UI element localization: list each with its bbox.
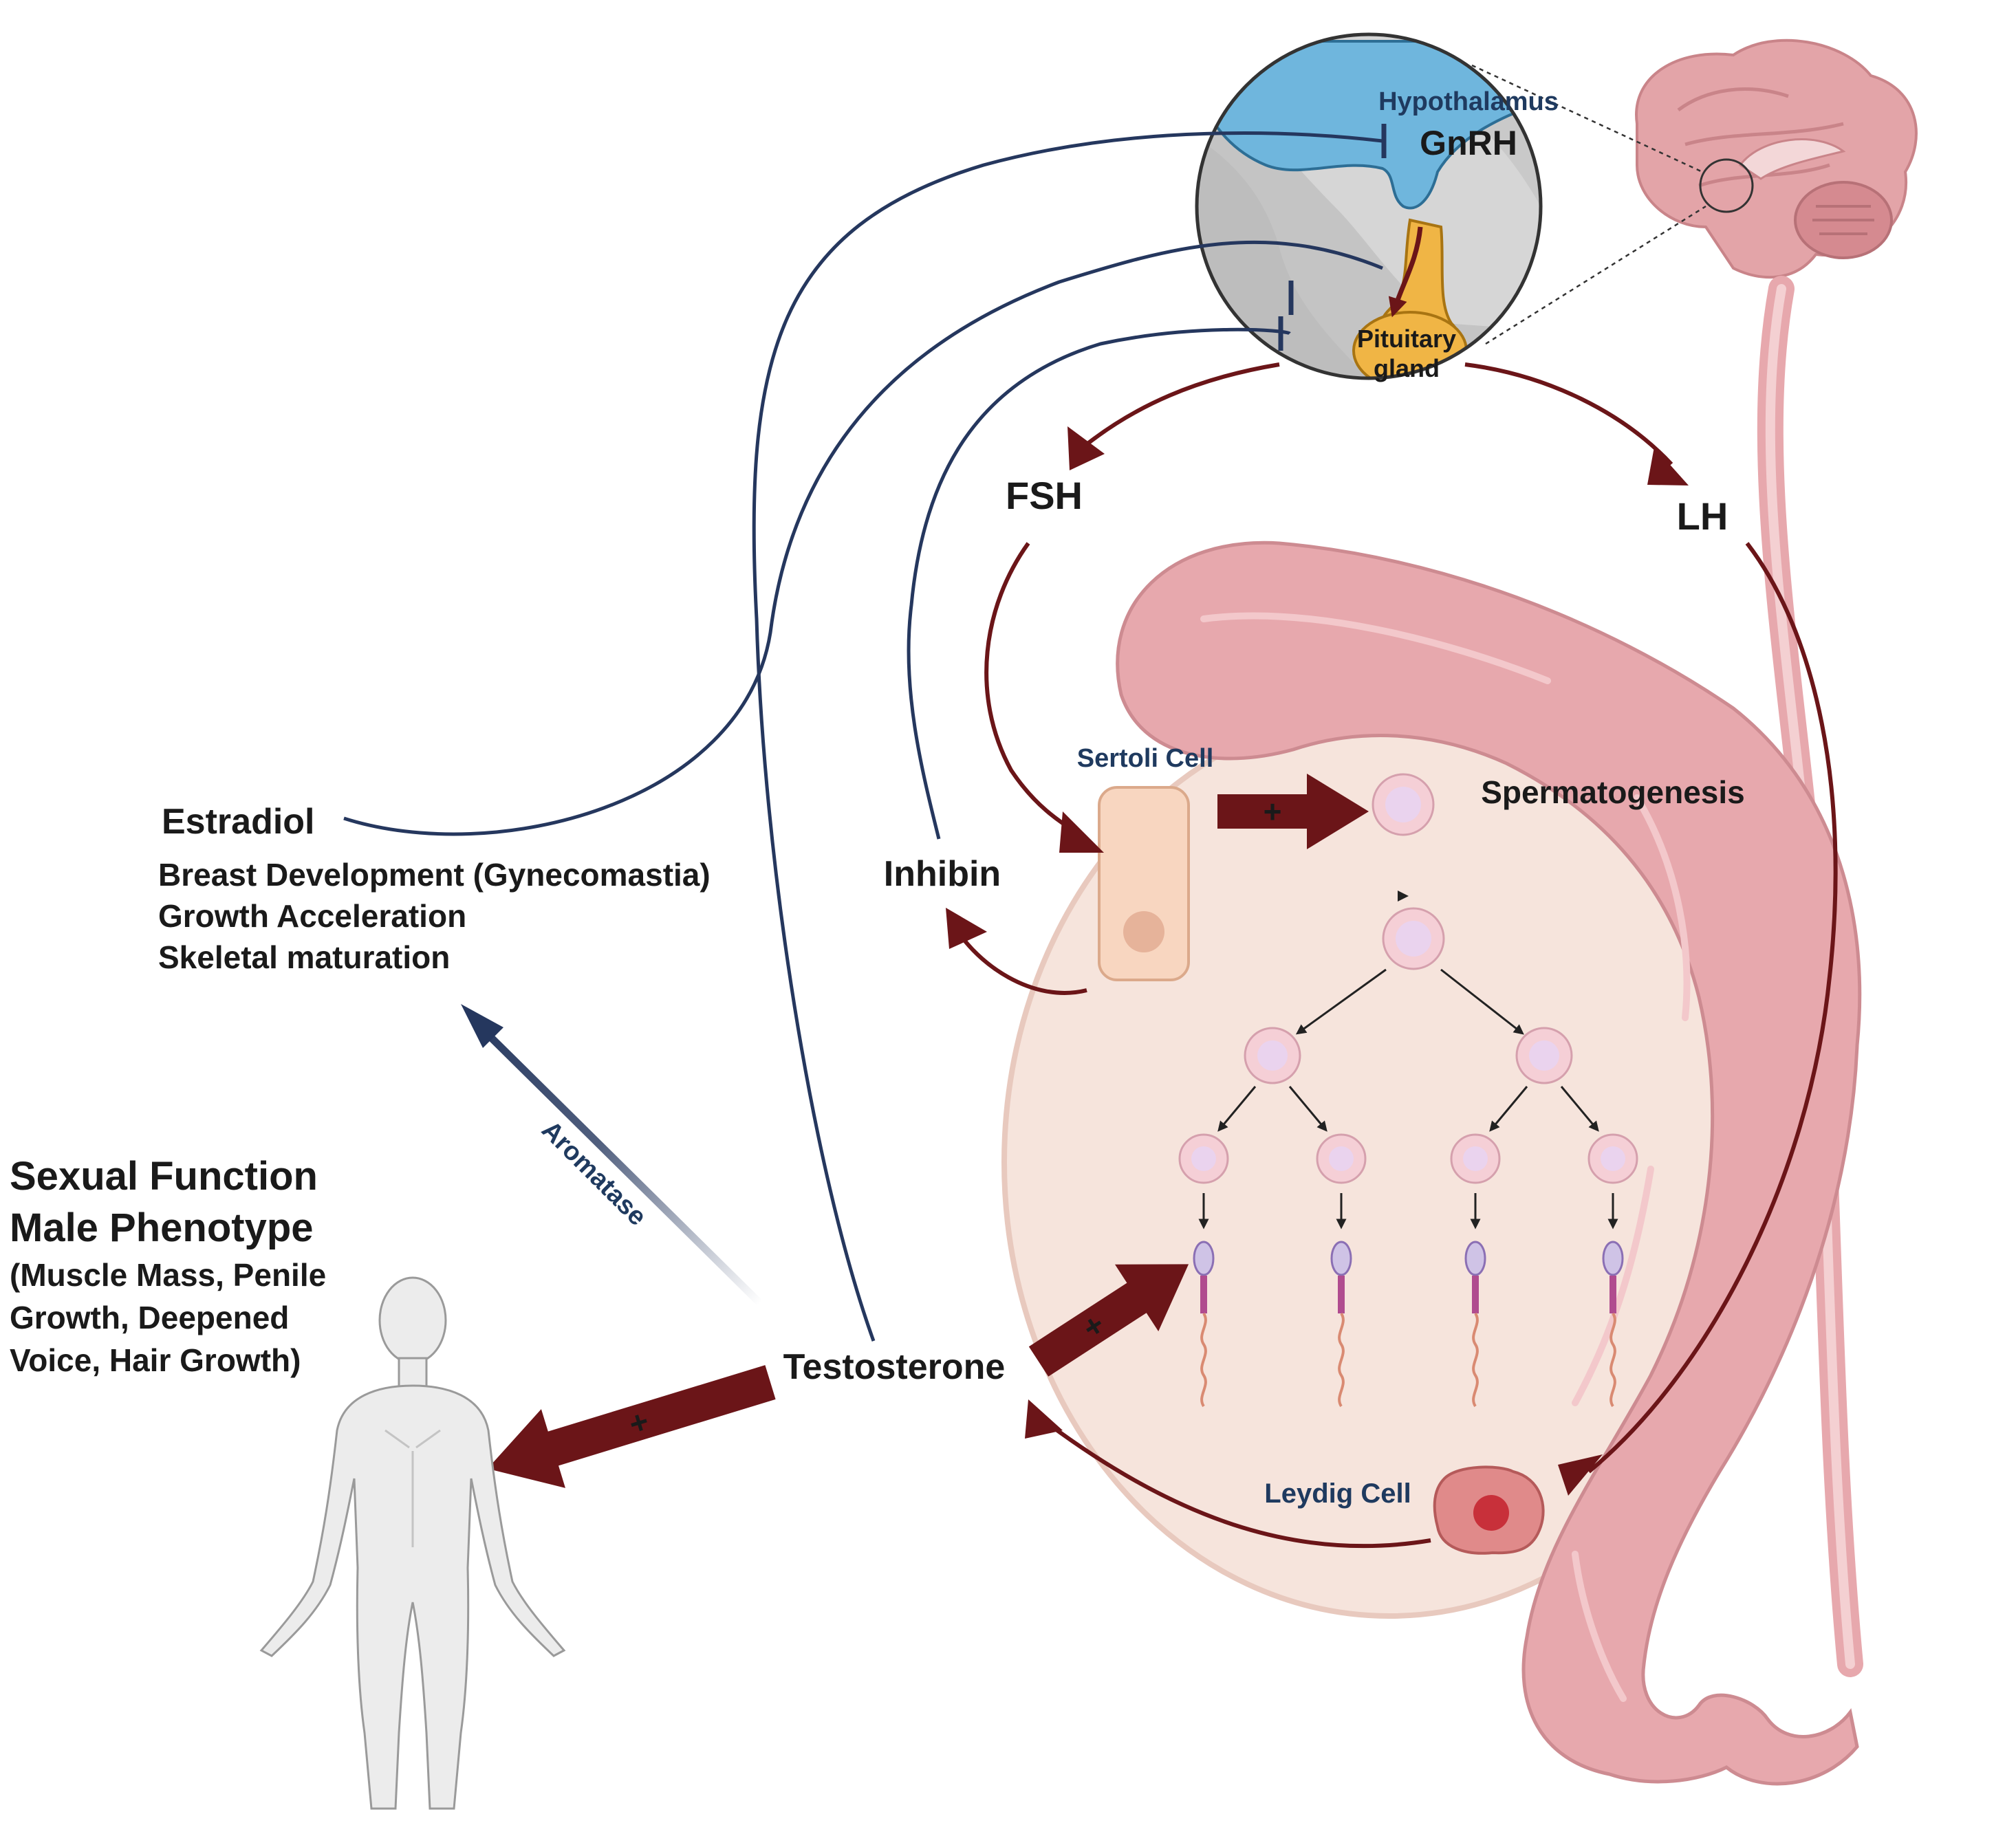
sperm-4 xyxy=(1602,1241,1624,1408)
fsh-to-sertoli-arrow xyxy=(984,542,1088,841)
hypothalamus-pituitary-inset: Hypothalamus GnRH Pituitary gland xyxy=(1195,32,1559,382)
estradiol-feedback-line xyxy=(343,240,1383,836)
testosterone-to-body-arrow: + xyxy=(487,1365,776,1488)
pituitary-label-line2: gland xyxy=(1374,354,1440,382)
testosterone-arrowhead xyxy=(1025,1399,1063,1439)
inhibition-bars xyxy=(1278,124,1387,351)
inhibin-feedback-line xyxy=(907,327,1291,840)
lh-label: LH xyxy=(1677,494,1728,538)
sertoli-to-spermatogenesis-arrow: + xyxy=(1217,774,1369,849)
sertoli-cell xyxy=(1098,786,1190,981)
sexual-function-label: Sexual Function xyxy=(10,1154,318,1199)
aromatase-label: Aromatase xyxy=(536,1115,652,1232)
male-phenotype-label: Male Phenotype xyxy=(10,1205,314,1250)
plus-sign-sertoli: + xyxy=(1264,794,1282,829)
stimulation-arrowheads xyxy=(946,426,1689,1496)
leydig-cell-label: Leydig Cell xyxy=(1264,1478,1411,1509)
epididymis xyxy=(1116,541,1862,1786)
testosterone-to-spermatogenesis-arrow: + xyxy=(1028,1264,1189,1377)
estradiol-effect-1: Breast Development (Gynecomastia) xyxy=(158,857,711,893)
sertoli-cell-label: Sertoli Cell xyxy=(1077,744,1214,773)
lh-arrowhead xyxy=(1647,447,1689,485)
fsh-label: FSH xyxy=(1006,474,1083,517)
spermatogonium-marker xyxy=(1398,891,1409,902)
pituitary-to-lh-arrow xyxy=(1464,362,1673,466)
spermatogenesis-label: Spermatogenesis xyxy=(1481,774,1744,810)
phenotype-detail-3: Voice, Hair Growth) xyxy=(10,1342,301,1378)
fsh-arrowhead xyxy=(1067,426,1105,470)
lh-to-leydig-arrow xyxy=(1587,542,1838,1474)
human-figure xyxy=(259,1276,566,1810)
sperm-3 xyxy=(1464,1241,1486,1408)
testosterone-label: Testosterone xyxy=(783,1347,1006,1387)
pituitary-label-line1: Pituitary xyxy=(1357,325,1456,353)
zoom-guide-top xyxy=(1471,64,1703,173)
pituitary-to-fsh-arrow xyxy=(1082,362,1280,449)
estradiol-label: Estradiol xyxy=(162,802,315,842)
inhibin-label: Inhibin xyxy=(884,854,1001,894)
sertoli-arrowhead xyxy=(1059,811,1104,853)
estradiol-effect-3: Skeletal maturation xyxy=(158,939,450,975)
gnrh-to-pituitary-arrow xyxy=(1388,226,1423,318)
testosterone-feedback-line xyxy=(752,131,1383,1342)
spermatogenesis-arrows xyxy=(1198,968,1618,1230)
inhibition-lines xyxy=(343,131,1383,1342)
epididymis-folds xyxy=(1200,612,1691,1702)
phenotype-detail-1: (Muscle Mass, Penile xyxy=(10,1257,326,1293)
hypothalamus-label: Hypothalamus xyxy=(1378,87,1559,116)
sperm-1 xyxy=(1193,1241,1215,1408)
aromatase-arrow: Aromatase xyxy=(461,1004,770,1313)
leydig-arrowhead xyxy=(1558,1454,1603,1496)
stimulation-arrows xyxy=(954,362,1838,1549)
hypothalamus-shape xyxy=(1197,40,1541,210)
spermatogenesis-cells xyxy=(1178,773,1638,1184)
zoom-guide-bottom xyxy=(1485,205,1706,345)
brain-illustration xyxy=(1635,39,1918,279)
inhibin-arrowhead xyxy=(946,908,987,949)
phenotype-detail-2: Growth, Deepened xyxy=(10,1300,289,1335)
sperm-2 xyxy=(1330,1241,1352,1408)
spermatozoa xyxy=(1193,1241,1624,1408)
leydig-cell xyxy=(1433,1465,1545,1555)
estradiol-effect-2: Growth Acceleration xyxy=(158,898,466,934)
leydig-to-testosterone-arrow xyxy=(1037,1415,1431,1549)
gnrh-label: GnRH xyxy=(1420,124,1517,162)
